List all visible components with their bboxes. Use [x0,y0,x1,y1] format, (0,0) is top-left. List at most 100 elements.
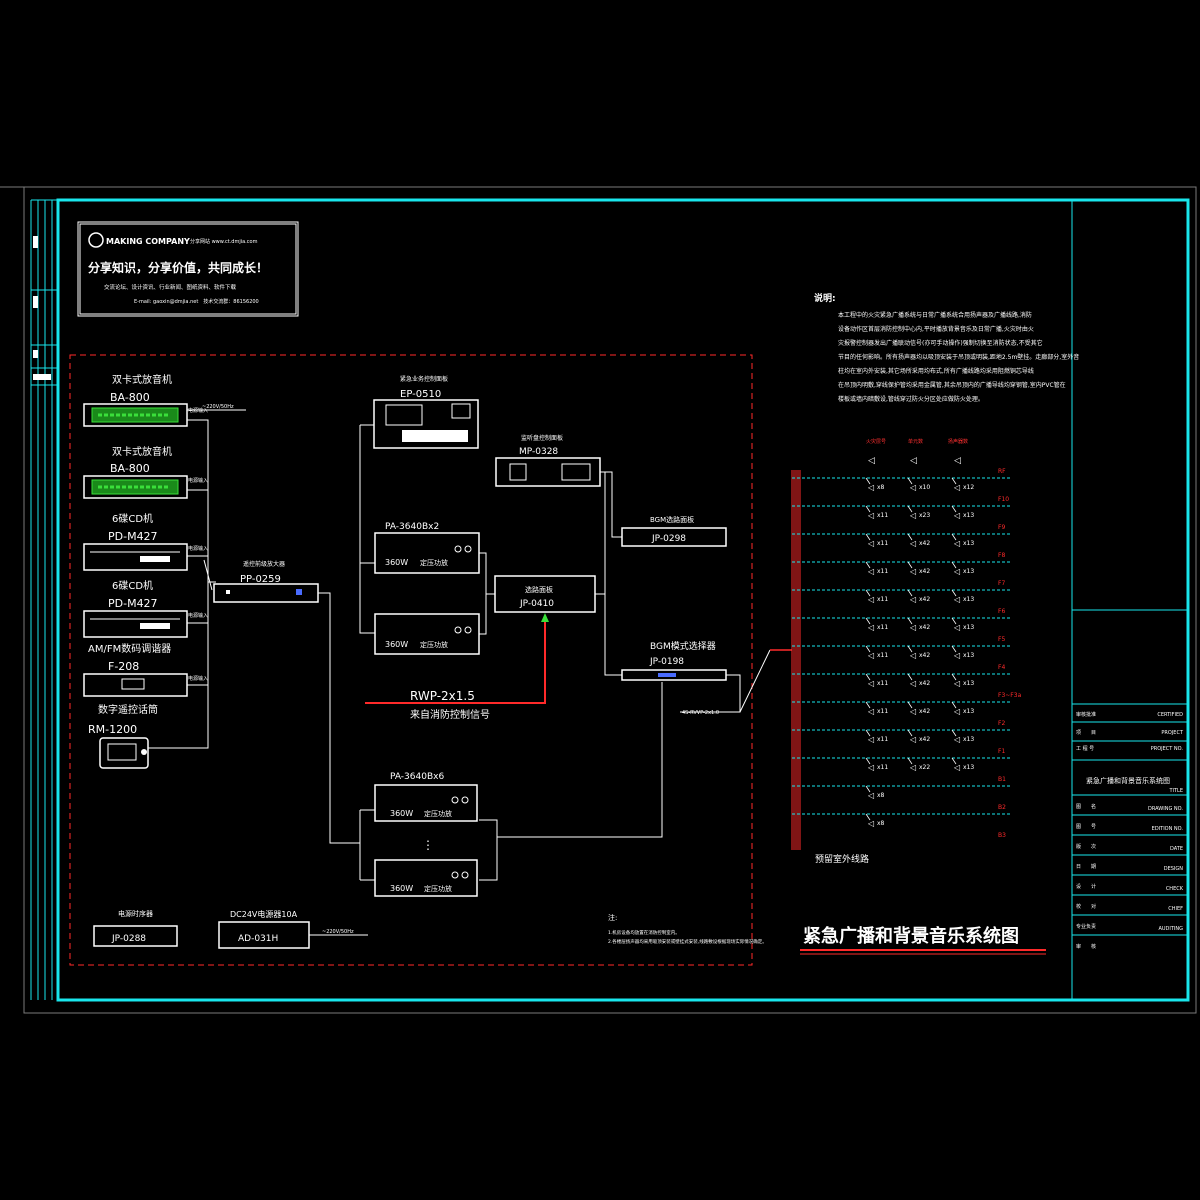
riser-floor-3: F8 [998,552,1005,559]
riser-count-9-0: x11 [877,736,888,743]
riser-speaker-icon-4-1: ◁ [909,595,916,604]
amp-4-power: 360W [390,884,413,893]
riser-speaker-icon-8-2: ◁ [953,707,960,716]
riser-speaker-icon-0-0: ◁ [867,483,874,492]
riser-speaker-icon-8-0: ◁ [867,707,874,716]
riser-floor-5: F6 [998,608,1005,615]
amp-4 [374,859,478,897]
cd2-title: 6碟CD机 [112,579,153,592]
riser-count-7-1: x42 [919,680,930,687]
riser-count-1-0: x11 [877,512,888,519]
bottom-note-title: 注: [608,913,617,922]
logo-brand: MAKING COMPANY [106,237,190,246]
riser-speaker-icon-9-0: ◁ [867,735,874,744]
cd1-model: PD-M427 [108,530,158,543]
source-devices: 双卡式放音机 BA-800 电源输入 ~220V/50Hz 双卡式放音机 BA-… [83,373,246,769]
tb-row-5-cn: 图 号 [1076,824,1096,830]
pwr-device [93,925,178,947]
title-block [1071,200,1188,1000]
tb-row-11-en: AUDITING [1158,926,1183,932]
mp-device [495,457,601,487]
riser-header-0: 火灾层号 [866,438,886,445]
riser-top-speaker-icon-1: ◁ [910,456,917,466]
riser-speaker-icon-10-0: ◁ [867,763,874,772]
riser-speaker-icon-6-0: ◁ [867,651,874,660]
inner-drawing-frame [56,198,1190,1002]
amp-2-power: 360W [385,640,408,649]
bgm2-title: BGM模式选择器 [650,640,716,652]
tuner-device [83,673,188,697]
dc-mains: ~220V/50Hz [322,929,354,935]
title-block-text: 审核批准 CERTIFIED 项 目 PROJECT 工 程 号 PROJECT… [1076,711,1184,950]
riser-count-8-0: x11 [877,708,888,715]
bottom-note-1: 1.机房设备均放置在消防控制室内。 [608,929,680,936]
riser-count-0-1: x10 [919,484,930,491]
riser-speaker-icon-2-2: ◁ [953,539,960,548]
amp-4-label: 定压功放 [424,884,452,893]
riser-count-0-2: x12 [963,484,974,491]
ba1-mains: ~220V/50Hz [202,404,234,410]
riser-count-5-1: x42 [919,624,930,631]
mic-model: RM-1200 [88,723,137,736]
notes-line-5: 柱均在室内外安装,其它场所采用均布式,所有广播线路均采用阻燃铜芯导线 [838,367,1034,375]
tb-row-8-cn: 设 计 [1076,883,1096,890]
tb-row-8-en: DESIGN [1164,866,1184,872]
riser-floor-11: B1 [998,776,1006,783]
riser-floor-0: RF [998,468,1006,475]
tb-row-0-en: CERTIFIED [1157,712,1183,718]
riser-count-9-1: x42 [919,736,930,743]
riser-speaker-icon-6-1: ◁ [909,651,916,660]
tb-row-6-cn: 版 次 [1076,843,1096,850]
riser-count-4-0: x11 [877,596,888,603]
tb-row-1-cn: 项 目 [1076,730,1096,736]
ep-device [373,399,479,449]
riser-count-12-0: x8 [877,820,885,827]
riser-speaker-icon-0-1: ◁ [909,483,916,492]
pa2-title: PA-3640Bx6 [390,772,444,782]
riser-count-6-1: x42 [919,652,930,659]
riser-speaker-icon-1-1: ◁ [909,511,916,520]
mic-title: 数字遥控话筒 [98,703,158,716]
general-notes: 说明: 本工程中的火灾紧急广播系统与日常广播系统合用扬声器及广播线路,消防 设备… [814,292,1079,403]
ep-panel: 紧急业务控制面板 EP-0510 [373,375,479,449]
riser-count-11-0: x8 [877,792,885,799]
bus-cable: 4S-RVVP-2x1.0 [682,710,719,716]
speaker-riser-diagram: 火灾层号 单元数 扬声器数 预留室外线路 ◁◁◁RF◁x8◁x10◁x12F10… [791,438,1022,865]
amp-3 [374,784,478,822]
riser-header-1: 单元数 [908,438,923,445]
pwr-model: JP-0288 [111,934,146,944]
riser-count-10-0: x11 [877,764,888,771]
cd2-model: PD-M427 [108,597,158,610]
preamp-wiring [318,424,375,881]
tb-row-9-cn: 校 对 [1076,903,1096,910]
mp-panel: 监听盘控制面板 MP-0328 [495,434,601,487]
amp-1-power: 360W [385,558,408,567]
riser-floor-13: B3 [998,832,1006,839]
riser-speaker-icon-3-2: ◁ [953,567,960,576]
amp-1-label: 定压功放 [420,558,448,567]
cd2-device [83,610,188,638]
riser-top-speaker-icon-2: ◁ [954,456,961,466]
riser-count-0-0: x8 [877,484,885,491]
pre-model: PP-0259 [240,574,281,585]
amp-2-label: 定压功放 [420,640,448,649]
riser-header-2: 扬声器数 [948,438,968,445]
amp-3-power: 360W [390,809,413,818]
notes-line-4: 节目的任何影响。所有扬声器均以吸顶安装于吊顶或明装,距地2.5m壁挂。走廊部分,… [838,353,1079,361]
riser-count-4-1: x42 [919,596,930,603]
riser-floor-8: F3~F3a [998,692,1022,699]
notes-line-2: 设备动作区首层消防控制中心内,平时播放背景音乐及日常广播,火灾时由火 [838,325,1034,333]
ba1-model: BA-800 [110,391,150,404]
tb-row-4-cn: 图 名 [1076,803,1096,810]
tb-row-3-cn: 紧急广播和背景音乐系统图 [1086,776,1170,785]
amp-3-label: 定压功放 [424,809,452,818]
riser-top-speaker-icon-0: ◁ [868,456,875,466]
ba2-device [83,475,188,499]
riser-count-3-2: x13 [963,568,974,575]
tb-row-1-en: PROJECT [1161,730,1184,736]
amp-1 [374,532,480,574]
bgm1-device [621,527,727,547]
riser-floor-12: B2 [998,804,1006,811]
pwr-title: 电源时序器 [118,909,153,918]
cd2-tag: 电源输入 [188,612,208,619]
